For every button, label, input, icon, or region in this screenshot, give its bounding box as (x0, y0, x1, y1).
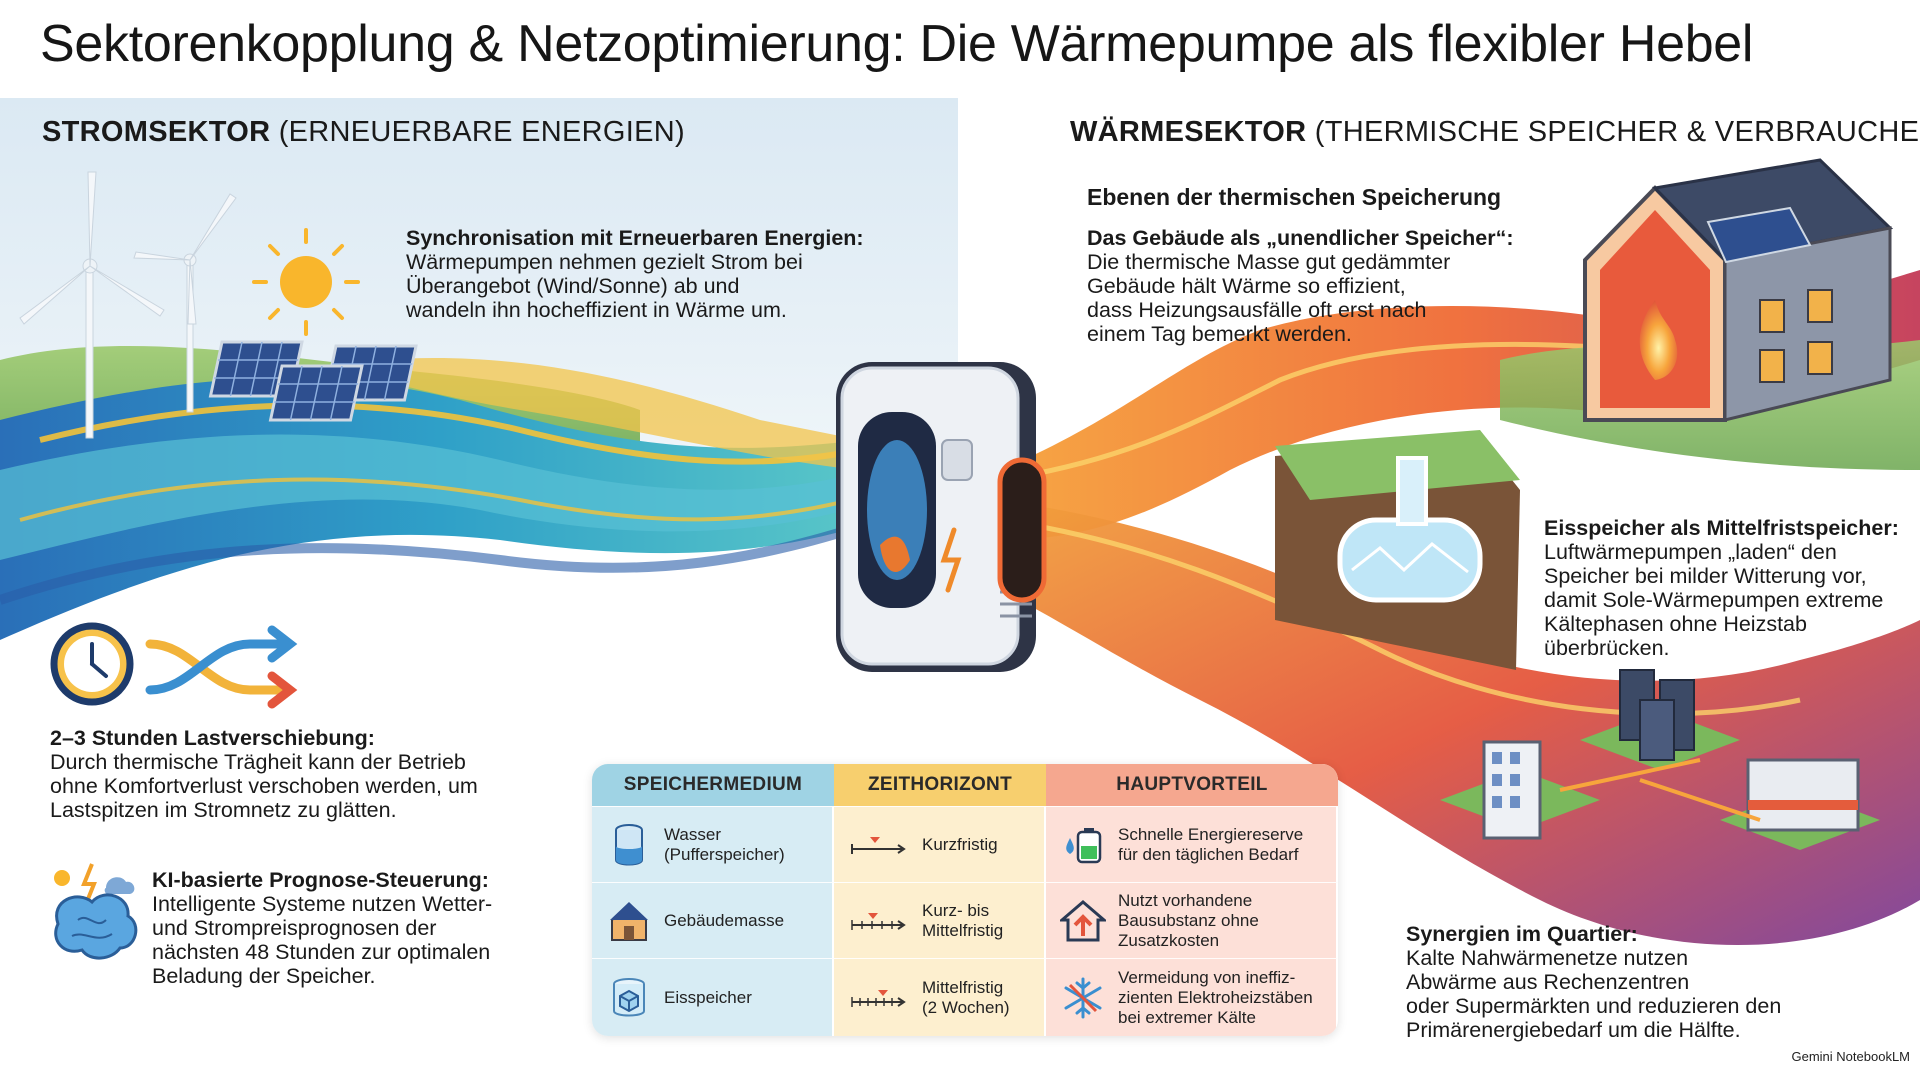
electricity-sector-heading: STROMSEKTOR (ERNEUERBARE ENERGIEN) (42, 116, 685, 149)
ice-line: Luftwärmepumpen „laden“ den (1544, 540, 1837, 564)
district-synergy-text: Synergien im Quartier: Kalte Nahwärmenet… (1406, 922, 1781, 1042)
house-icon (1583, 158, 1894, 422)
ice-line: Speicher bei milder Witterung vor, (1544, 564, 1867, 588)
horizon-label: Mittelfristig (2 Wochen) (922, 977, 1010, 1017)
timeline-icon (851, 989, 906, 1007)
timeline-icon (851, 836, 906, 854)
ki-line: Intelligente Systeme nutzen Wetter- (152, 892, 493, 916)
shift-line: Durch thermische Trägheit kann der Betri… (50, 750, 466, 774)
clock-icon (50, 622, 134, 706)
advantage-label: Nutzt vorhandene Bausubstanz ohne Zusatz… (1118, 890, 1259, 950)
shift-line: ohne Komfortverlust verschoben werden, u… (50, 774, 478, 798)
ice-storage-text: Eisspeicher als Mittelfristspeicher: Luf… (1544, 516, 1899, 660)
district-buildings-icon (1440, 669, 1880, 850)
ki-line: Beladung der Speicher. (152, 964, 376, 988)
heat-pump-icon (836, 362, 1047, 672)
ice-heading: Eisspeicher als Mittelfristspeicher: (1544, 516, 1899, 540)
table-cell-advantage: Nutzt vorhandene Bausubstanz ohne Zusatz… (1046, 882, 1338, 958)
page-title: Sektorenkopplung & Netzoptimierung: Die … (40, 15, 1754, 73)
table-cell-horizon: Kurz- bis Mittelfristig (834, 882, 1046, 958)
ice-cube-icon (613, 977, 645, 1016)
table-header: HAUPTVORTEIL (1046, 764, 1338, 806)
storage-comparison-table: SPEICHERMEDIUM ZEITHORIZONT HAUPTVORTEIL… (592, 764, 1338, 1036)
quartier-line: Abwärme aus Rechenzentren (1406, 970, 1690, 994)
quartier-line: Kalte Nahwärmenetze nutzen (1406, 946, 1689, 970)
battery-drop-icon (1066, 827, 1102, 863)
ki-heading: KI-basierte Prognose-Steuerung: (152, 868, 489, 892)
sync-text: Synchronisation mit Erneuerbaren Energie… (406, 226, 864, 322)
quartier-line: Primärenergiebedarf um die Hälfte. (1406, 1018, 1741, 1042)
sync-line: wandeln ihn hocheffizient in Wärme um. (406, 298, 787, 322)
brain-icon (54, 893, 138, 960)
building-line: einem Tag bemerkt werden. (1087, 322, 1352, 346)
ice-storage-icon (1275, 430, 1520, 670)
sector-label-rest: (ERNEUERBARE ENERGIEN) (270, 116, 685, 148)
sector-label-bold: STROMSEKTOR (42, 116, 271, 148)
watermark: Gemini NotebookLM (1791, 1049, 1911, 1064)
load-shift-text: 2–3 Stunden Lastverschiebung: Durch ther… (50, 726, 478, 822)
advantage-label: Vermeidung von ineffiz- zienten Elektroh… (1118, 967, 1313, 1027)
solar-panel-icon (208, 340, 418, 422)
wind-turbine-icon (19, 171, 237, 439)
sync-line: Überangebot (Wind/Sonne) ab und (406, 274, 740, 298)
horizon-label: Kurz- bis Mittelfristig (922, 900, 1004, 940)
quartier-line: oder Supermärkten und reduzieren den (1406, 994, 1782, 1018)
sync-heading: Synchronisation mit Erneuerbaren Energie… (406, 226, 864, 250)
ice-line: damit Sole-Wärmepumpen extreme (1544, 588, 1884, 612)
horizon-label: Kurzfristig (922, 834, 998, 854)
shift-line: Lastspitzen im Stromnetz zu glätten. (50, 798, 397, 822)
load-shift-arrows-icon (145, 625, 298, 709)
house-up-arrow-icon (1060, 899, 1106, 941)
house-icon (610, 901, 648, 941)
sync-line: Wärmepumpen nehmen gezielt Strom bei (406, 250, 803, 274)
medium-label: Wasser (Pufferspeicher) (664, 824, 785, 864)
table-cell-medium: Gebäudemasse (592, 882, 834, 958)
advantage-label: Schnelle Energiereserve für den tägliche… (1118, 824, 1304, 864)
timeline-icon (851, 912, 906, 930)
storage-levels-heading: Ebenen der thermischen Speicherung (1087, 184, 1502, 210)
heat-sector-heading: WÄRMESEKTOR (THERMISCHE SPEICHER & VERBR… (1070, 116, 1920, 149)
table-header: ZEITHORIZONT (834, 764, 1046, 806)
shift-heading: 2–3 Stunden Lastverschiebung: (50, 726, 375, 750)
table-cell-medium: Eisspeicher (592, 958, 834, 1036)
ai-forecast-text: KI-basierte Prognose-Steuerung: Intellig… (152, 868, 492, 988)
table-cell-horizon: Kurzfristig (834, 806, 1046, 882)
weather-icon (54, 863, 135, 905)
table-header: SPEICHERMEDIUM (592, 764, 834, 806)
quartier-heading: Synergien im Quartier: (1406, 922, 1638, 946)
sector-label-rest: (THERMISCHE SPEICHER & VERBRAUCHER) (1306, 116, 1920, 148)
table-cell-advantage: Vermeidung von ineffiz- zienten Elektroh… (1046, 958, 1338, 1036)
building-heading: Das Gebäude als „unendlicher Speicher“: (1087, 226, 1514, 250)
water-tank-icon (615, 823, 643, 865)
table-cell-medium: Wasser (Pufferspeicher) (592, 806, 834, 882)
medium-label: Eisspeicher (664, 987, 752, 1007)
building-line: Die thermische Masse gut gedämmter (1087, 250, 1451, 274)
building-line: Gebäude hält Wärme so effizient, (1087, 274, 1406, 298)
sun-icon (252, 228, 360, 336)
ki-line: und Strompreisprognosen der (152, 916, 437, 940)
ice-line: überbrücken. (1544, 636, 1670, 660)
table-cell-advantage: Schnelle Energiereserve für den tägliche… (1046, 806, 1338, 882)
table-cell-horizon: Mittelfristig (2 Wochen) (834, 958, 1046, 1036)
sector-label-bold: WÄRMESEKTOR (1070, 116, 1307, 148)
building-line: dass Heizungsausfälle oft erst nach (1087, 298, 1427, 322)
ki-line: nächsten 48 Stunden zur optimalen (152, 940, 491, 964)
ice-line: Kältephasen ohne Heizstab (1544, 612, 1807, 636)
snowflake-icon (1064, 977, 1102, 1018)
building-text: Das Gebäude als „unendlicher Speicher“: … (1087, 226, 1514, 346)
medium-label: Gebäudemasse (664, 910, 785, 930)
